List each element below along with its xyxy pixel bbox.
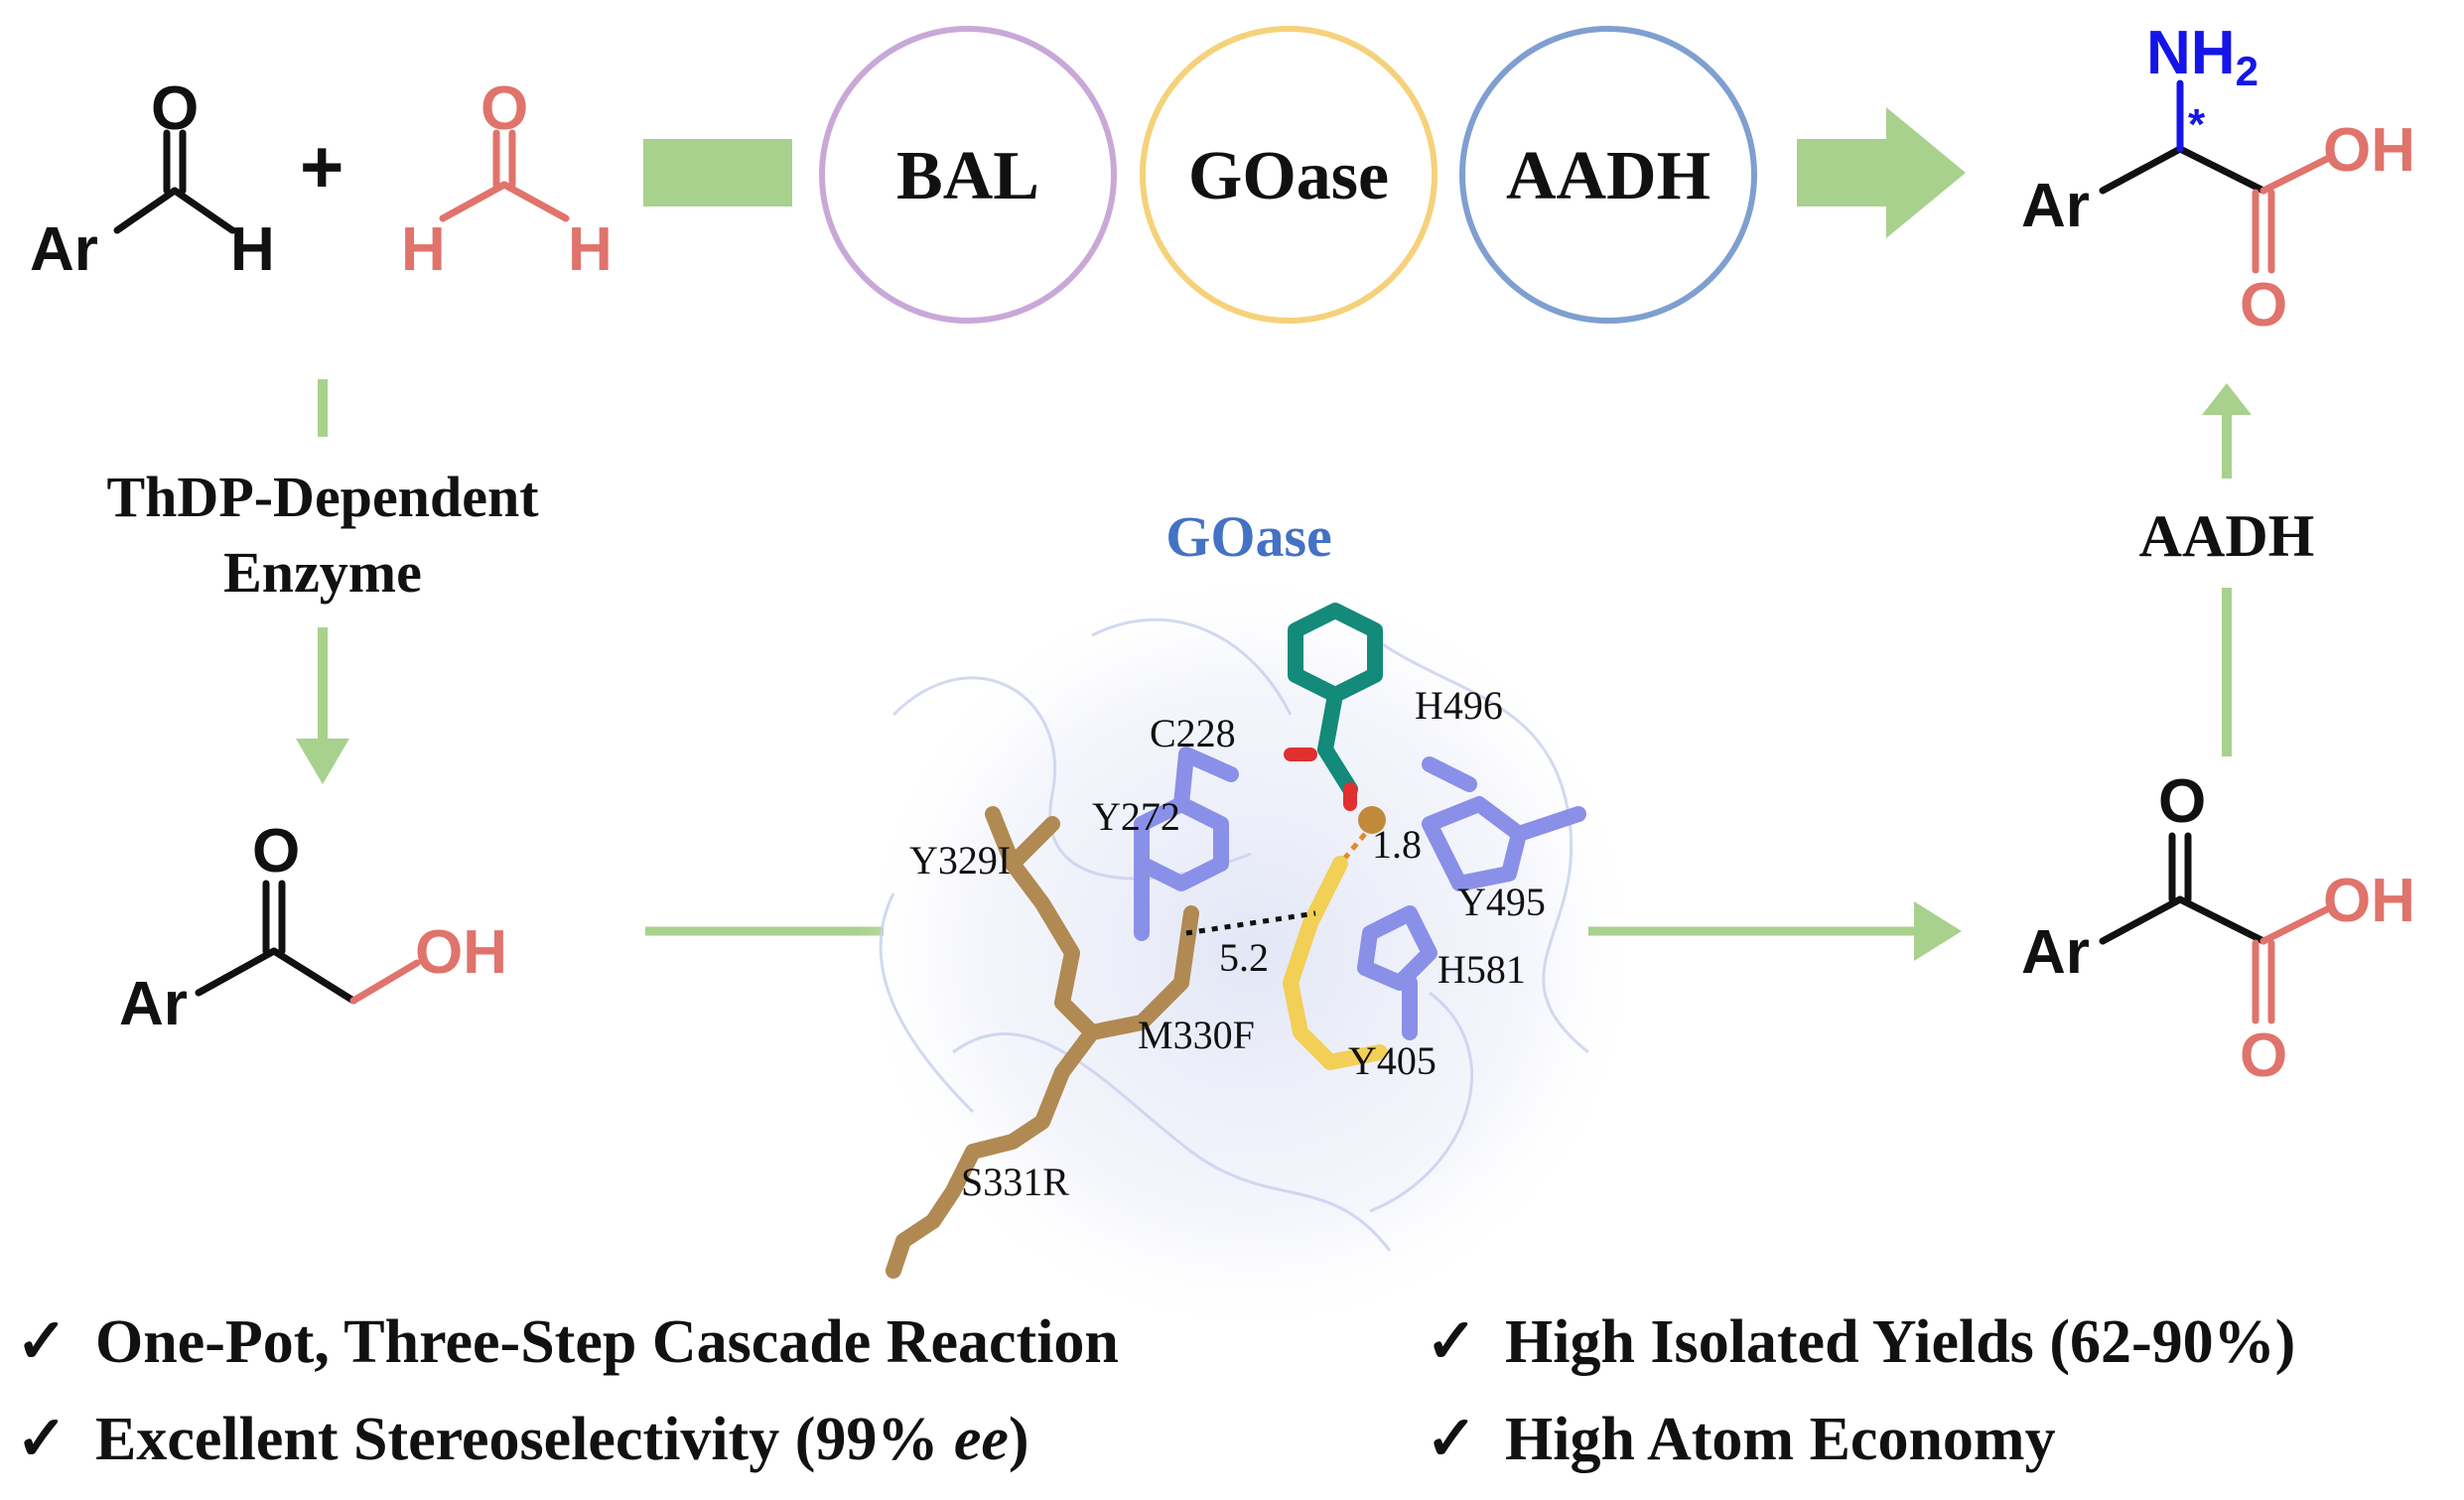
- aadh-arrow-head: [2202, 383, 2252, 415]
- from-goase-arrow-head: [1914, 901, 1962, 961]
- aryl-aldehyde: [113, 129, 236, 234]
- aadh-label: AADH: [1506, 138, 1711, 214]
- ketone-ar-label: Ar: [119, 970, 188, 1038]
- distance-1-8: 1.8: [1372, 822, 1422, 867]
- residue-y495: Y495: [1457, 880, 1546, 924]
- bullet-atom-text: High Atom Economy: [1505, 1406, 2056, 1473]
- formaldehyde-h-right: H: [568, 215, 613, 284]
- bullet-stereo-ee: ee: [953, 1406, 1009, 1473]
- hydroxy-ketone: [195, 880, 421, 1005]
- ar-label: Ar: [30, 215, 98, 284]
- amine-label: NH2: [2146, 19, 2259, 94]
- bullet-yields-text: High Isolated Yields (62-90%): [1505, 1308, 2296, 1376]
- residue-c228: C228: [1150, 711, 1236, 755]
- keto-carbonyl-o: O: [2240, 1022, 2287, 1090]
- formaldehyde-oxygen: O: [480, 74, 528, 143]
- formaldehyde-h-left: H: [401, 215, 446, 284]
- distance-5-2: 5.2: [1219, 935, 1269, 980]
- product-carbonyl-o: O: [2240, 271, 2287, 340]
- goase-label: GOase: [1188, 138, 1389, 214]
- bal-label: BAL: [896, 138, 1039, 214]
- bullet-cascade-text: One-Pot, Three-Step Cascade Reaction: [95, 1308, 1119, 1376]
- hydrogen-label: H: [230, 215, 275, 284]
- aadh-ring: [1459, 26, 1757, 324]
- ketone-oh-label: OH: [415, 918, 507, 987]
- check-icon: ✓: [16, 1308, 68, 1376]
- keto-ar-label: Ar: [2021, 918, 2090, 987]
- stereocenter-star: *: [2188, 100, 2206, 149]
- goase-ring: [1140, 26, 1437, 324]
- residue-s331r: S331R: [961, 1159, 1069, 1204]
- thdp-label-line2: Enzyme: [223, 540, 422, 605]
- product-oh-label: OH: [2323, 116, 2415, 185]
- goase-structure-title: GOase: [1165, 504, 1332, 569]
- thdp-label-line1: ThDP-Dependent: [106, 465, 539, 529]
- residue-y405: Y405: [1348, 1038, 1437, 1083]
- bullet-stereo-close: ): [1008, 1406, 1029, 1473]
- keto-oxygen: O: [2158, 767, 2206, 836]
- bullet-atom-economy: ✓ High Atom Economy: [1426, 1402, 2056, 1475]
- ketone-oxygen: O: [252, 817, 300, 886]
- plus-sign: +: [300, 125, 343, 209]
- goase-active-site: [854, 566, 1648, 1340]
- keto-acid: [2099, 832, 2331, 1024]
- cascade-arrow: [1797, 107, 1966, 238]
- check-icon: ✓: [16, 1406, 68, 1473]
- bullet-stereoselectivity: ✓ Excellent Stereoselectivity (99% ee): [16, 1402, 1029, 1475]
- cascade-start-bar: [643, 139, 792, 206]
- bullet-cascade: ✓ One-Pot, Three-Step Cascade Reaction: [16, 1304, 1119, 1378]
- formaldehyde: [439, 129, 570, 222]
- residue-y329i: Y329I: [909, 838, 1011, 883]
- amino-acid-product: [2099, 79, 2331, 274]
- check-icon: ✓: [1426, 1406, 1477, 1473]
- bullet-stereo-text: Excellent Stereoselectivity (99%: [95, 1406, 954, 1473]
- thdp-arrow-head: [296, 739, 349, 784]
- oxygen-label: O: [151, 74, 199, 143]
- residue-h496: H496: [1415, 683, 1503, 728]
- product-ar-label: Ar: [2021, 172, 2090, 240]
- keto-oh-label: OH: [2323, 867, 2415, 935]
- residue-h581: H581: [1437, 947, 1526, 992]
- bullet-yields: ✓ High Isolated Yields (62-90%): [1426, 1304, 2295, 1378]
- aadh-step-label: AADH: [2139, 503, 2315, 569]
- bal-ring: [819, 26, 1117, 324]
- residue-m330f: M330F: [1138, 1013, 1255, 1057]
- check-icon: ✓: [1426, 1308, 1477, 1376]
- residue-y272: Y272: [1092, 794, 1180, 839]
